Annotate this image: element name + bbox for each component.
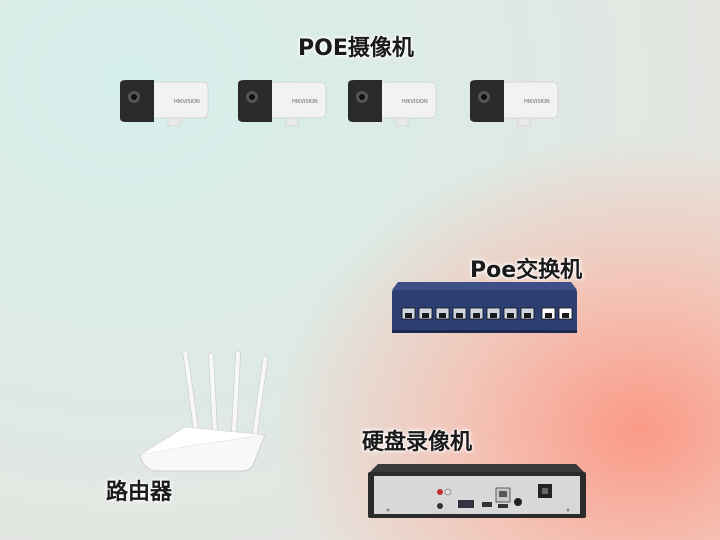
switch-port-slot	[456, 313, 463, 318]
poe-camera-1: HIKVISION	[120, 80, 209, 127]
camera-brand-text: HIKVISION	[292, 99, 318, 105]
switch-port-slot	[439, 313, 446, 318]
poe-camera-3: HIKVISION	[348, 80, 437, 127]
camera-brand-text: HIKVISION	[524, 99, 550, 105]
switch-label: Poe交换机	[470, 258, 583, 283]
nvr-recorder	[368, 464, 586, 518]
switch-ports	[401, 307, 573, 320]
switch-port-slot	[422, 313, 429, 318]
switch-port-slot	[562, 313, 569, 318]
switch-port-slot	[507, 313, 514, 318]
poe-switch	[392, 282, 577, 333]
cameras-label: POE摄像机	[298, 36, 414, 61]
switch-port-slot	[405, 313, 412, 318]
switch-port-slot	[524, 313, 531, 318]
camera-brand-text: HIKVISION	[174, 99, 200, 105]
switch-port-slot	[473, 313, 480, 318]
nvr-label: 硬盘录像机	[362, 430, 473, 455]
router	[139, 350, 269, 472]
poe-camera-4: HIKVISION	[470, 80, 559, 127]
camera-brand-text: HIKVISION	[402, 99, 428, 105]
switch-port-slot	[490, 313, 497, 318]
router-label: 路由器	[106, 480, 173, 505]
poe-camera-2: HIKVISION	[238, 80, 327, 127]
switch-port-slot	[545, 313, 552, 318]
